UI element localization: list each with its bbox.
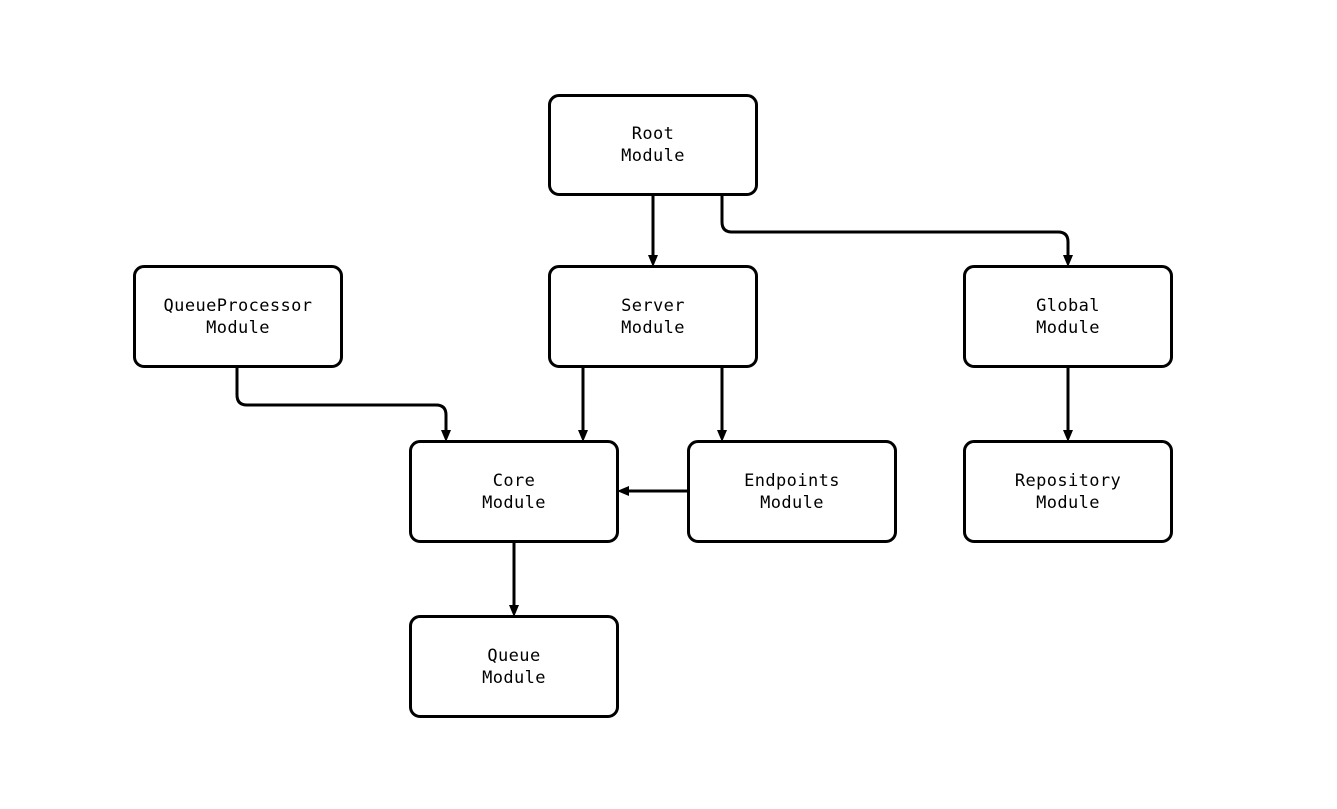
node-label-line1: Root <box>631 124 675 144</box>
node-repository-module[interactable]: Repository Module <box>963 440 1173 543</box>
node-label-line1: Queue <box>487 645 541 666</box>
edge-root-to-global <box>720 196 1073 267</box>
node-server-module[interactable]: Server Module <box>548 265 758 368</box>
node-root-module[interactable]: Root Module <box>548 94 758 196</box>
node-global-module[interactable]: Global Module <box>963 265 1173 368</box>
node-label-line2: Module <box>621 146 685 166</box>
node-core-module[interactable]: Core Module <box>409 440 619 543</box>
node-label-line1: Global <box>1036 295 1100 316</box>
node-endpoints-module[interactable]: Endpoints Module <box>687 440 897 543</box>
edge-queueprocessor-to-core <box>235 368 451 442</box>
node-label-line2: Module <box>760 492 824 513</box>
node-label-line2: Module <box>482 667 546 688</box>
node-queueprocessor-module[interactable]: QueueProcessor Module <box>133 265 343 368</box>
node-queue-module[interactable]: Queue Module <box>409 615 619 718</box>
node-label-line1: Server <box>621 295 685 316</box>
node-label-line1: Repository <box>1014 470 1122 491</box>
node-label-line1: QueueProcessor <box>163 295 313 316</box>
node-label-line2: Module <box>206 317 270 338</box>
edges-group <box>235 196 1073 617</box>
node-label-line2: Module <box>482 492 546 513</box>
node-label-line1: Endpoints <box>744 470 840 491</box>
node-label-line2: Module <box>621 317 685 338</box>
node-label-line2: Module <box>1036 317 1100 338</box>
node-label-line2: Module <box>1036 492 1100 513</box>
node-label-line1: Core <box>492 470 536 491</box>
